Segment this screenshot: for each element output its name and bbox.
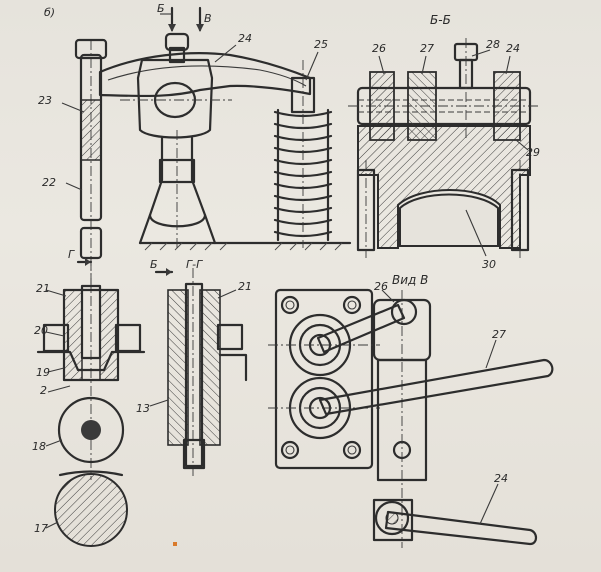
lifter-section-left [36,258,146,547]
part-label-2: 2 [40,384,47,397]
drawing-labels: б) Б В Б-Б Г Б Г-Г Вид В 24 25 23 22 26 … [32,2,540,535]
part-label-18: 18 [32,440,46,453]
rocker-arm-view [61,6,352,290]
accent-mark [173,542,177,546]
part-label-24-view: 24 [494,472,508,485]
view-arrow-b-label: Б [157,2,165,15]
part-label-27-bb: 27 [420,42,434,55]
section-bb-title: Б-Б [430,13,451,27]
section-gg-arrow-label: Г [68,248,75,261]
part-label-26-view: 26 [374,280,388,293]
part-label-13: 13 [136,402,150,415]
view-v-title: Вид В [392,273,428,287]
part-label-30: 30 [482,258,496,271]
part-label-29: 29 [526,146,540,159]
part-label-28: 28 [486,38,500,51]
part-label-17: 17 [34,522,48,535]
view-v [268,288,554,548]
section-bb-view [348,38,540,258]
part-label-20: 20 [34,324,48,337]
part-label-24-top: 24 [238,32,252,45]
lifter-section-gg [149,268,248,478]
part-label-22: 22 [42,176,56,189]
part-label-26-bb: 26 [372,42,386,55]
section-gg-title: Г-Г [186,258,203,271]
part-label-21-right: 21 [238,280,252,293]
part-label-21-left: 21 [36,282,50,295]
view-arrow-v-label: В [204,12,212,25]
section-b-arrow-label: Б [150,258,158,271]
part-label-23: 23 [38,94,52,107]
corner-letter: б) [44,6,55,19]
part-label-27-view: 27 [492,328,506,341]
part-label-25: 25 [314,38,328,51]
part-label-24-bb: 24 [506,42,520,55]
part-label-19: 19 [36,366,50,379]
